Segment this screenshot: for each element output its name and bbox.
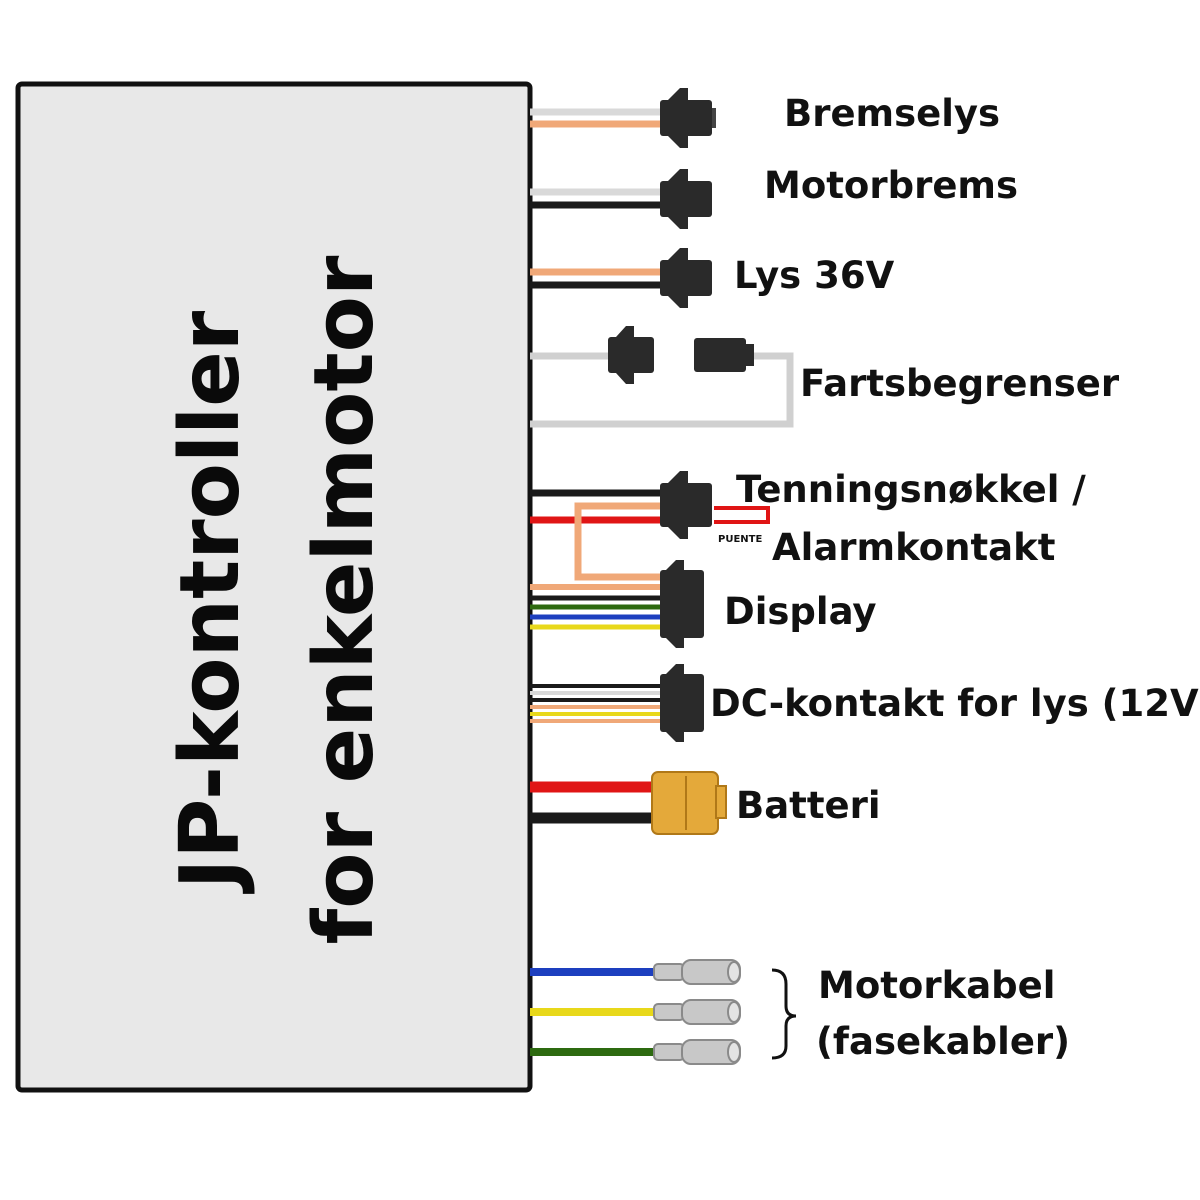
terminal-icon — [653, 959, 741, 985]
connector-icon — [608, 326, 654, 384]
label-bremselys: Bremselys — [784, 92, 1000, 135]
tenning-harness: PUENTE Tenningsnøkkel / Alarmkontakt — [530, 468, 1086, 581]
wire-white-loop-return — [530, 352, 794, 428]
lys36v-harness: Lys 36V — [530, 248, 895, 308]
connector-icon — [660, 664, 704, 742]
label-fasekabler: (fasekabler) — [816, 1020, 1070, 1063]
connector-icon — [660, 471, 712, 539]
controller-title-line1: JP-kontroller — [163, 310, 258, 894]
batteri-harness: Batteri — [530, 771, 881, 835]
terminal-icon — [653, 999, 741, 1025]
puente-jumper — [714, 506, 770, 524]
label-lys36v: Lys 36V — [734, 254, 895, 297]
xt-connector-icon — [651, 771, 727, 835]
label-batteri: Batteri — [736, 784, 881, 827]
connector-icon — [660, 560, 704, 648]
bremselys-harness: Bremselys — [530, 88, 1000, 148]
label-display: Display — [724, 590, 877, 633]
label-tenningsnokkel: Tenningsnøkkel / — [736, 468, 1086, 511]
connector-icon — [694, 338, 754, 372]
label-motorbrems: Motorbrems — [764, 164, 1018, 207]
label-fartsbegrenser: Fartsbegrenser — [800, 362, 1120, 405]
controller-body — [15, 81, 533, 1093]
connector-icon — [660, 248, 712, 308]
motorbrems-harness: Motorbrems — [530, 164, 1018, 229]
brace-icon — [771, 968, 797, 1060]
connector-icon — [660, 169, 712, 229]
display-harness: Display — [530, 560, 877, 648]
dc-kontakt-harness: DC-kontakt for lys (12V) — [530, 664, 1200, 742]
wire-orange-bridge — [574, 502, 662, 581]
controller-box: JP-kontroller for enkelmotor — [15, 81, 533, 1093]
fartsbegrenser-harness: Fartsbegrenser — [530, 326, 1120, 428]
label-motorkabel: Motorkabel — [818, 964, 1055, 1007]
label-dc-kontakt: DC-kontakt for lys (12V) — [710, 682, 1200, 725]
terminal-icon — [653, 1039, 741, 1065]
connector-icon — [660, 88, 716, 148]
label-puente: PUENTE — [718, 534, 762, 545]
label-alarmkontakt: Alarmkontakt — [772, 526, 1055, 569]
controller-title-line2: for enkelmotor — [297, 255, 392, 944]
motorkabel-harness: Motorkabel (fasekabler) — [530, 959, 1070, 1065]
